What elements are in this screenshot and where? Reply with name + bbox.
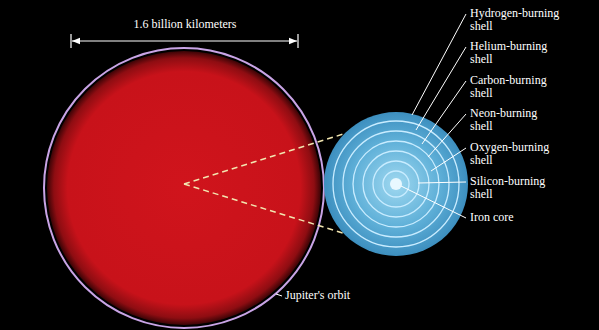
part-label-box: Iron core <box>470 211 560 224</box>
part-label-box: Neon-burning shell <box>470 107 560 133</box>
part-label: Helium-burning shell <box>470 40 560 66</box>
supergiant-star <box>44 48 324 328</box>
dimension-arrow <box>71 34 298 48</box>
leader-lines <box>276 14 466 296</box>
dimension-line <box>72 40 297 41</box>
part-label: Hydrogen-burning shell <box>470 7 560 33</box>
leader-line <box>412 14 466 115</box>
part-label-box: Silicon-burning shell <box>470 175 560 201</box>
shell-ring <box>333 121 459 247</box>
part-label-box: Jupiter's orbit <box>285 289 350 302</box>
shell-ring <box>383 171 409 197</box>
part-label-box: Carbon-burning shell <box>470 74 560 100</box>
leader-line <box>418 182 466 183</box>
leader-line <box>431 148 466 171</box>
part-label: Oxygen-burning shell <box>470 141 560 167</box>
star-disk <box>47 51 321 325</box>
leader-line <box>428 114 466 157</box>
core-sphere <box>324 112 468 256</box>
part-label: Neon-burning shell <box>470 107 560 133</box>
shell-ring <box>343 131 449 237</box>
shell-ring <box>373 161 419 207</box>
part-label: Carbon-burning shell <box>470 74 560 100</box>
shell-ring <box>353 141 439 227</box>
part-label-box: Oxygen-burning shell <box>470 141 560 167</box>
part-label: Jupiter's orbit <box>285 289 350 302</box>
dimension-tick <box>297 34 298 48</box>
dimension-tick <box>70 34 71 48</box>
part-label: Iron core <box>470 211 560 224</box>
part-label: Silicon-burning shell <box>470 175 560 201</box>
part-label-box: Helium-burning shell <box>470 40 560 66</box>
shell-ring <box>363 151 429 217</box>
leader-line <box>422 81 466 144</box>
dimension-label: 1.6 billion kilometers <box>134 18 237 31</box>
jupiter-orbit <box>44 48 324 328</box>
core-shells <box>324 112 468 256</box>
part-label-box: Hydrogen-burning shell <box>470 7 560 33</box>
leader-line <box>401 186 466 218</box>
dimension-label-box: 1.6 billion kilometers <box>134 18 237 31</box>
leader-line <box>276 294 282 296</box>
iron-core <box>390 178 402 190</box>
